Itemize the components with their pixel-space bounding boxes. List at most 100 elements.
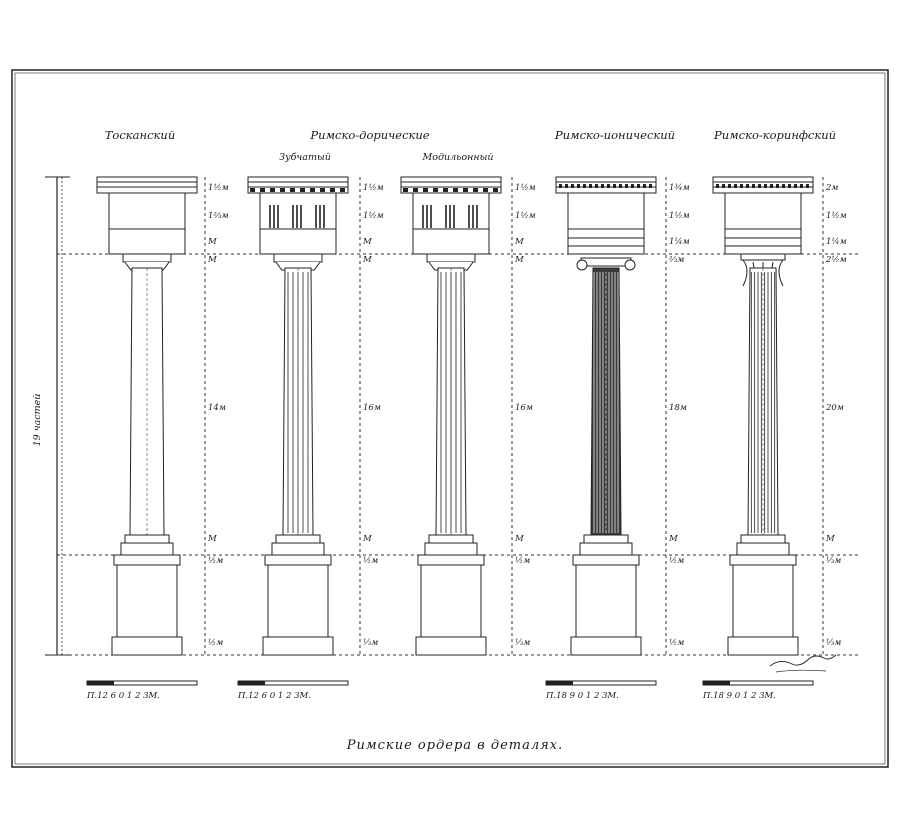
dim-architrave: М <box>514 237 524 247</box>
dentil <box>595 184 598 188</box>
dentil <box>734 184 737 188</box>
dentil <box>280 188 285 192</box>
left-label: 19 частей <box>32 394 43 447</box>
pedestal-cap <box>729 554 797 566</box>
dim-architrave: М <box>207 237 217 247</box>
dentil <box>290 188 295 192</box>
dentil <box>788 184 791 188</box>
dentil <box>613 184 616 188</box>
dim-cornice: 1½м <box>363 182 384 193</box>
column-order-5: Римско-коринфский2м1½м1¼м2½м20мМ⅓м⅓мП.18… <box>702 128 847 701</box>
dentil <box>310 188 315 192</box>
cornice <box>96 176 198 194</box>
dentil <box>443 188 448 192</box>
volute-left <box>576 259 588 271</box>
dim-base: М <box>825 534 835 544</box>
dentil <box>806 184 809 188</box>
dim-shaft: 16м <box>363 403 381 413</box>
dentil <box>413 188 418 192</box>
dentil <box>433 188 438 192</box>
pedestal-base <box>727 636 799 656</box>
dim-capital: М <box>362 255 372 265</box>
dentil <box>270 188 275 192</box>
dentil <box>746 184 749 188</box>
dentil <box>782 184 785 188</box>
dim-cornice: 1½м <box>515 182 536 193</box>
dentil <box>601 184 604 188</box>
base-torus <box>428 534 474 544</box>
dentil <box>649 184 652 188</box>
pedestal-die <box>267 564 329 638</box>
architrave <box>108 228 186 255</box>
order-title: Римско-дорические <box>309 128 429 142</box>
dentil <box>752 184 755 188</box>
scale-label: П.12 6 0 1 2 3М. <box>86 691 160 701</box>
frieze <box>724 192 802 230</box>
dim-base: М <box>514 534 524 544</box>
total-height-scale: 19 частей <box>32 176 70 656</box>
dim-base: М <box>207 534 217 544</box>
abacus <box>122 253 172 263</box>
dim-architrave: 1¼м <box>826 236 847 247</box>
dentil <box>607 184 610 188</box>
dentil <box>728 184 731 188</box>
dim-capital: ⅔м <box>669 255 684 265</box>
order-subtitle: Модильонный <box>422 152 494 163</box>
inner-frame <box>14 72 886 765</box>
scale-bar-fill <box>238 681 265 685</box>
order-title: Римско-коринфский <box>713 128 836 142</box>
dentil <box>260 188 265 192</box>
dentil <box>423 188 428 192</box>
signature <box>769 654 837 673</box>
pedestal-die <box>420 564 482 638</box>
dim-pedestal-cap: ½м <box>669 555 684 566</box>
abacus <box>426 253 476 263</box>
pedestal-base <box>111 636 183 656</box>
dentil <box>403 188 408 192</box>
dentil <box>559 184 562 188</box>
pedestal-base <box>570 636 642 656</box>
dim-pedestal-cap: ⅓м <box>826 556 841 566</box>
dentil <box>340 188 345 192</box>
dim-capital: М <box>207 255 217 265</box>
dim-capital: М <box>514 255 524 265</box>
dentil <box>740 184 743 188</box>
dentil <box>637 184 640 188</box>
base-plinth <box>424 542 478 556</box>
base-plinth <box>579 542 633 556</box>
dentil <box>631 184 634 188</box>
scale-label: П.18 9 0 1 2 3М. <box>545 691 619 701</box>
dim-pedestal-cap: ½м <box>363 555 378 566</box>
base-plinth <box>271 542 325 556</box>
base-torus <box>740 534 786 544</box>
dentil <box>722 184 725 188</box>
dim-pedestal-base: ½м <box>669 637 684 648</box>
dentil <box>794 184 797 188</box>
dentil <box>776 184 779 188</box>
dim-base: М <box>668 534 678 544</box>
dim-cornice: 1¾м <box>669 182 690 193</box>
frieze <box>567 192 645 230</box>
scale-bar-fill <box>87 681 114 685</box>
dentil <box>619 184 622 188</box>
dentil <box>571 184 574 188</box>
dentil <box>770 184 773 188</box>
pedestal-cap <box>113 554 181 566</box>
architrave <box>567 228 645 255</box>
dentil <box>589 184 592 188</box>
dentil <box>800 184 803 188</box>
dentil <box>483 188 488 192</box>
dim-cornice: 2м <box>825 183 838 193</box>
scale-bar-fill <box>703 681 730 685</box>
order-subtitle: Зубчатый <box>279 152 331 163</box>
dim-frieze: 1½м <box>826 210 847 221</box>
architrave <box>724 228 802 255</box>
dim-frieze: 1⅔м <box>208 211 229 221</box>
dim-capital: 2½м <box>825 254 847 265</box>
dentil <box>565 184 568 188</box>
dim-pedestal-base: ⅓м <box>515 638 530 648</box>
dentil <box>250 188 255 192</box>
dentil <box>463 188 468 192</box>
